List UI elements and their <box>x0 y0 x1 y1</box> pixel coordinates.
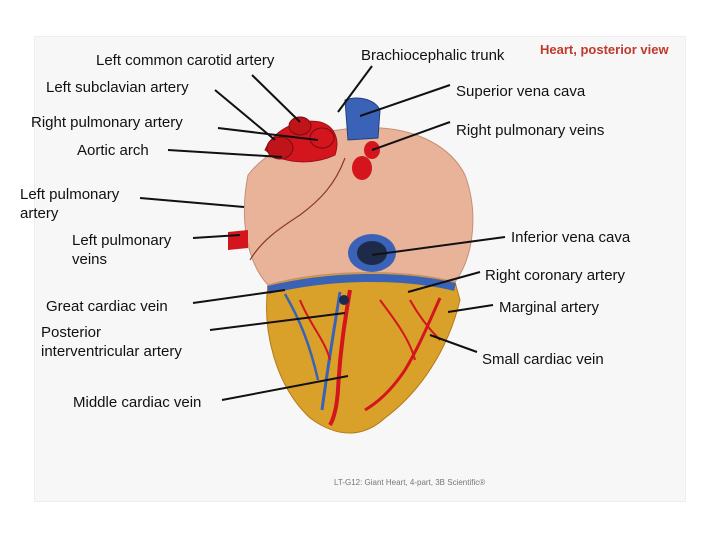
leader-left-subclavian <box>214 89 276 141</box>
posterior-interventricular-artery <box>328 289 352 426</box>
label-left-pulmonary-artery-line1: Left pulmonary <box>20 186 120 203</box>
label-posterior-interventricular-artery-line2: interventricular artery <box>41 343 182 360</box>
branch-artery-2 <box>379 299 416 361</box>
label-left-pulmonary-artery-line2: artery <box>20 205 59 222</box>
label-left-common-carotid-artery: Left common carotid artery <box>96 52 275 69</box>
ventricles <box>266 272 461 434</box>
label-right-coronary-artery: Right coronary artery <box>485 267 626 284</box>
label-right-pulmonary-artery: Right pulmonary artery <box>31 114 183 131</box>
figure-title: Heart, posterior view <box>540 42 669 57</box>
leader-small-cardiac-vein <box>429 334 478 353</box>
label-posterior-interventricular-artery-line1: Posterior <box>41 324 102 341</box>
right-pulmonary-vein-stub <box>352 156 372 180</box>
leader-left-pulmonary-veins <box>192 234 241 239</box>
atrial-groove <box>249 157 346 261</box>
leader-right-coronary-artery <box>407 271 481 293</box>
leader-posterior-interventricular <box>209 312 346 331</box>
label-superior-vena-cava: Superior vena cava <box>456 83 586 100</box>
label-left-pulmonary-veins-line1: Left pulmonary <box>72 232 172 249</box>
left-pulmonary-vein-stub <box>228 230 248 250</box>
label-brachiocephalic-trunk: Brachiocephalic trunk <box>361 47 505 64</box>
label-great-cardiac-vein: Great cardiac vein <box>46 298 168 315</box>
marginal-artery-vessel <box>364 297 442 412</box>
leader-inferior-vena-cava <box>371 236 506 256</box>
leader-right-pulmonary-artery <box>217 127 319 141</box>
label-left-subclavian-artery: Left subclavian artery <box>46 79 189 96</box>
label-right-pulmonary-veins: Right pulmonary veins <box>456 122 605 139</box>
label-small-cardiac-vein: Small cardiac vein <box>482 351 604 368</box>
superior-vena-cava-vessel <box>344 97 381 141</box>
label-marginal-artery: Marginal artery <box>499 299 600 316</box>
leader-left-pulmonary-artery <box>139 197 245 208</box>
label-inferior-vena-cava: Inferior vena cava <box>511 229 631 246</box>
leader-aortic-arch <box>167 149 283 158</box>
label-middle-cardiac-vein: Middle cardiac vein <box>73 394 202 411</box>
label-left-pulmonary-veins-line2: veins <box>72 251 108 268</box>
label-aortic-arch: Aortic arch <box>77 142 149 159</box>
left-common-carotid-stub <box>288 116 312 136</box>
brachiocephalic-stub <box>309 127 335 149</box>
leader-marginal-artery <box>447 304 494 313</box>
leader-right-pulmonary-veins <box>371 121 451 151</box>
great-cardiac-vein-vessel <box>283 293 320 381</box>
leader-superior-vena-cava <box>359 84 451 117</box>
coronary-sinus-opening <box>339 295 349 305</box>
leader-lines <box>139 65 506 401</box>
middle-cardiac-vein-vessel <box>320 291 342 411</box>
leader-great-cardiac-vein <box>192 289 286 304</box>
figure-caption: LT-G12: Giant Heart, 4-part, 3B Scientif… <box>334 478 486 487</box>
left-subclavian-stub <box>266 136 294 160</box>
leader-middle-cardiac-vein <box>221 375 349 401</box>
leader-left-common-carotid <box>251 74 301 123</box>
branch-artery-1 <box>299 299 331 361</box>
coronary-sinus <box>267 274 456 294</box>
leader-brachiocephalic-trunk <box>337 65 373 113</box>
